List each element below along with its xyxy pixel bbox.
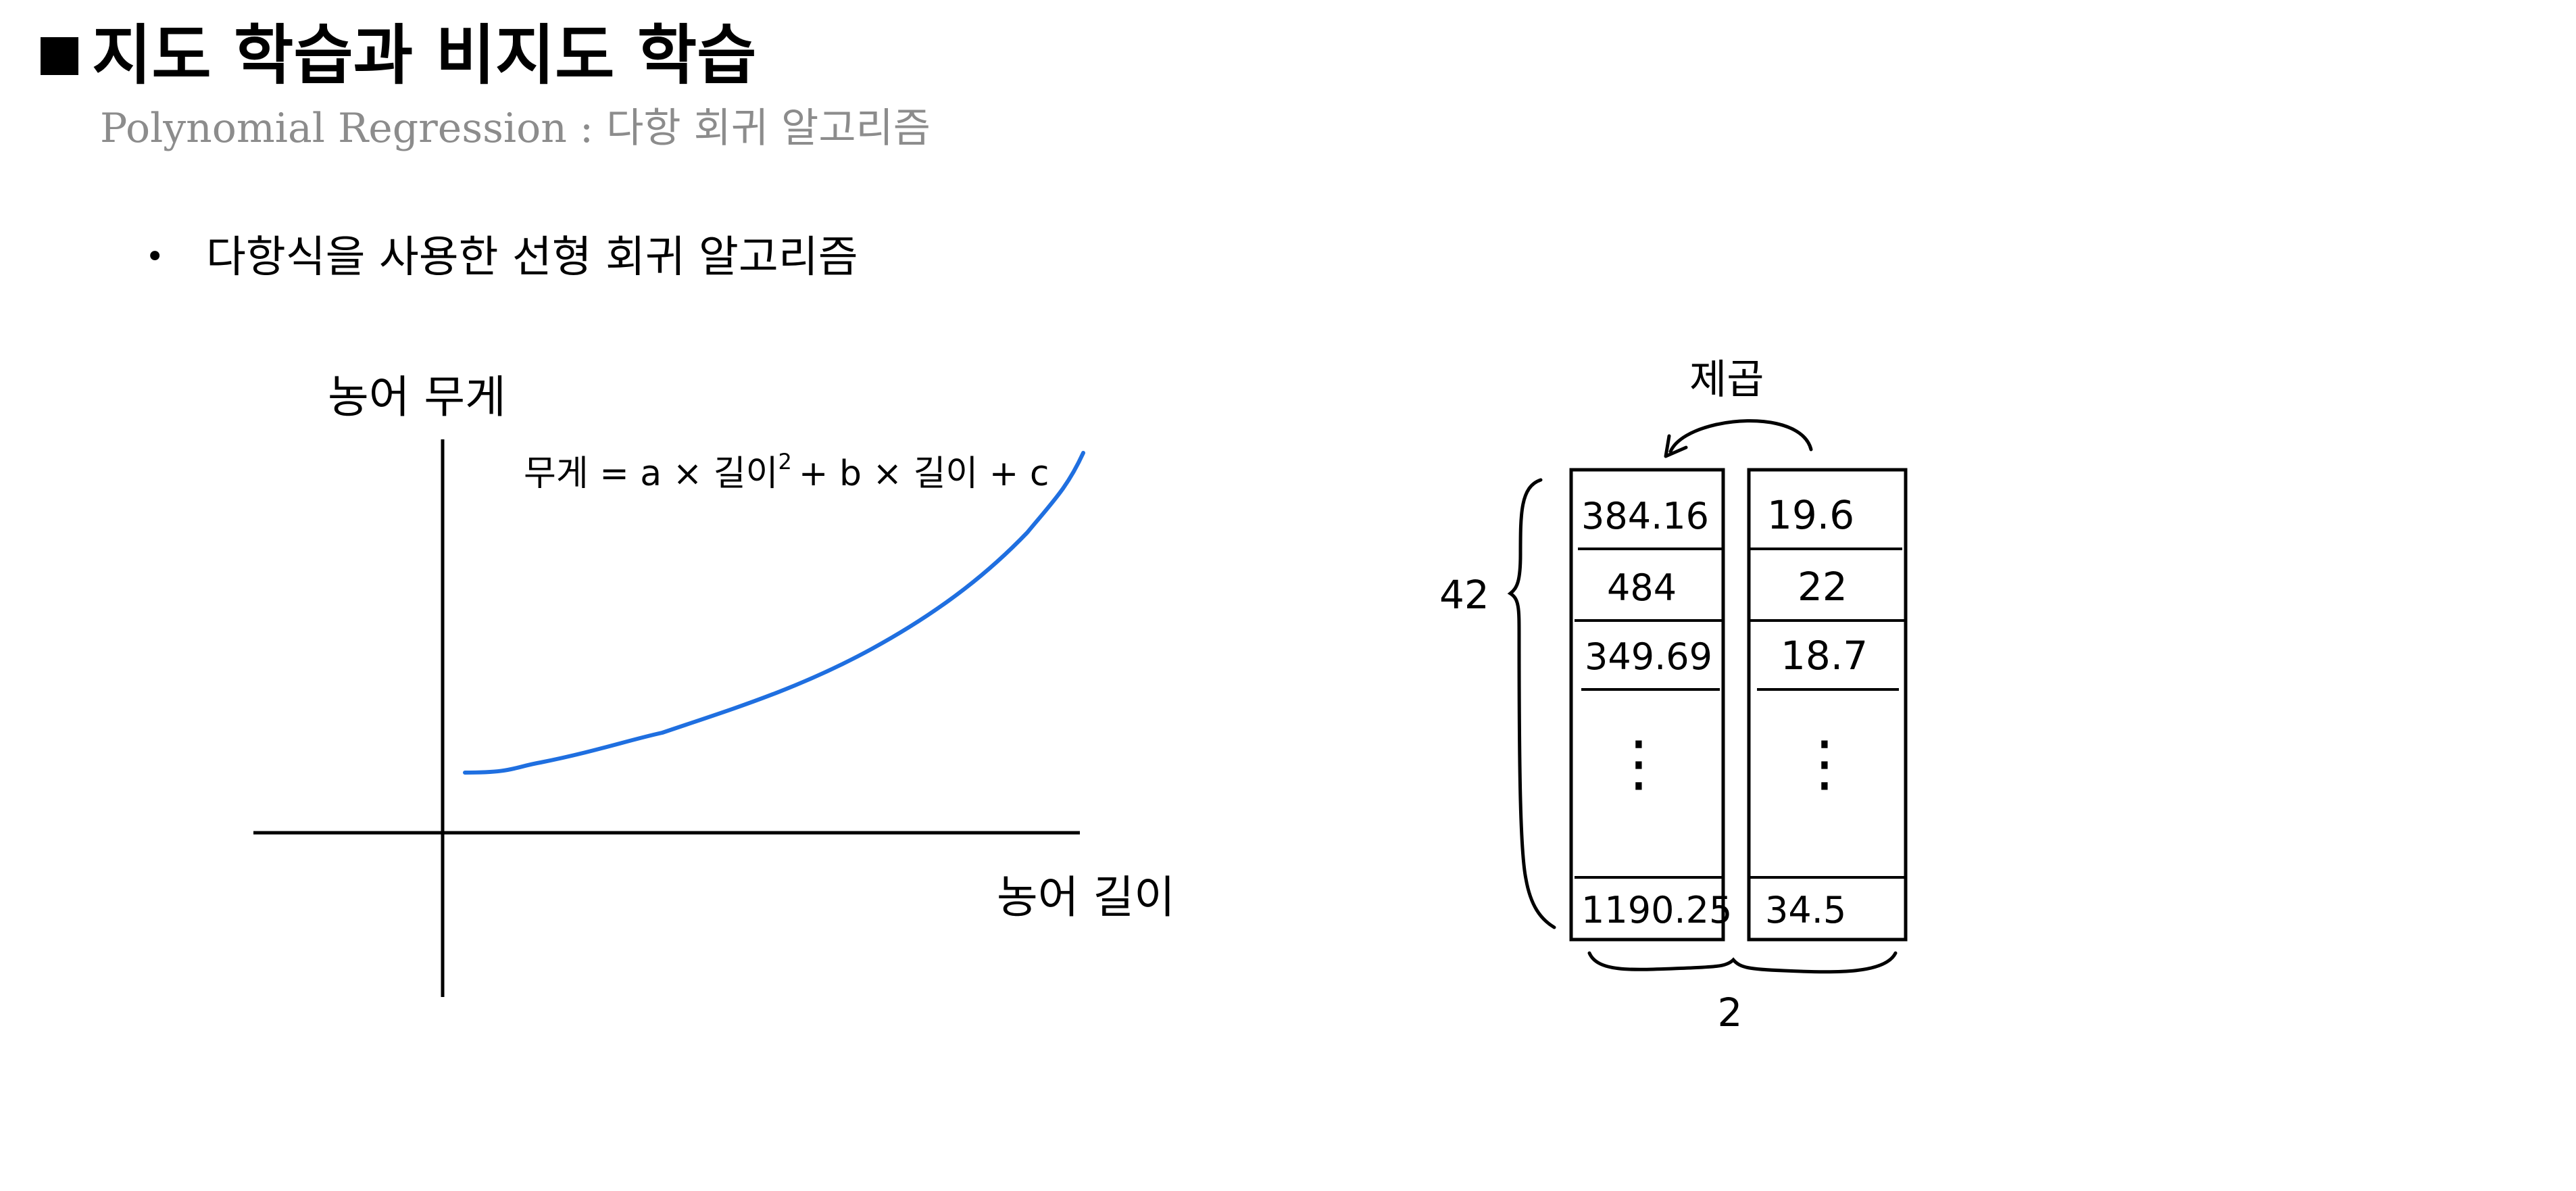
- squared-ellipsis-icon: ⋮: [1608, 728, 1669, 799]
- length-cell-1: 19.6: [1767, 492, 1854, 538]
- formula-main: 무게 = a × 길이: [524, 454, 778, 494]
- regression-curve: [463, 451, 1085, 775]
- squared-cell-last: 1190.25: [1581, 889, 1732, 931]
- formula-exponent: 2: [778, 449, 791, 475]
- bullet-dot-icon: •: [145, 238, 165, 276]
- x-axis-label: 농어 길이: [997, 871, 1175, 923]
- slide-title-text: 지도 학습과 비지도 학습: [92, 18, 757, 93]
- bullet-text: 다항식을 사용한 선형 회귀 알고리즘: [206, 233, 858, 283]
- slide-title: 지도 학습과 비지도 학습: [41, 15, 756, 96]
- length-ellipsis-icon: ⋮: [1794, 728, 1855, 799]
- formula-rest: + b × 길이 + c: [799, 454, 1049, 494]
- arrow-head-icon: [1664, 434, 1688, 458]
- squared-cell-1: 384.16: [1581, 495, 1709, 537]
- rows-brace: [1507, 478, 1556, 929]
- length-cell-last: 34.5: [1765, 889, 1846, 931]
- feature-matrix-sketch: 제곱 42 384.16 484 349.69 ⋮ 1190.25 19.6 2…: [1439, 356, 1908, 1036]
- length-column-box: [1747, 468, 1908, 942]
- squared-cell-3: 349.69: [1585, 635, 1712, 678]
- square-label: 제곱: [1689, 356, 1764, 404]
- cols-brace: [1587, 951, 1898, 974]
- square-arrow: [1668, 419, 1813, 454]
- squared-column-box: [1569, 468, 1725, 942]
- length-cell-2: 22: [1798, 564, 1848, 610]
- polynomial-graph: 농어 무게 무게 = a × 길이2 + b × 길이 + c 농어 길이: [253, 371, 1175, 997]
- regression-formula: 무게 = a × 길이2 + b × 길이 + c: [524, 449, 1049, 494]
- length-cell-3: 18.7: [1781, 633, 1868, 679]
- y-axis-label: 농어 무게: [328, 371, 506, 423]
- bullet-item: • 다항식을 사용한 선형 회귀 알고리즘: [145, 228, 858, 286]
- squared-cell-2: 484: [1607, 566, 1677, 609]
- rows-count-label: 42: [1439, 572, 1489, 618]
- cols-count-label: 2: [1718, 990, 1743, 1036]
- title-square-marker: [41, 37, 78, 75]
- slide-subtitle: Polynomial Regression : 다항 회귀 알고리즘: [100, 105, 931, 152]
